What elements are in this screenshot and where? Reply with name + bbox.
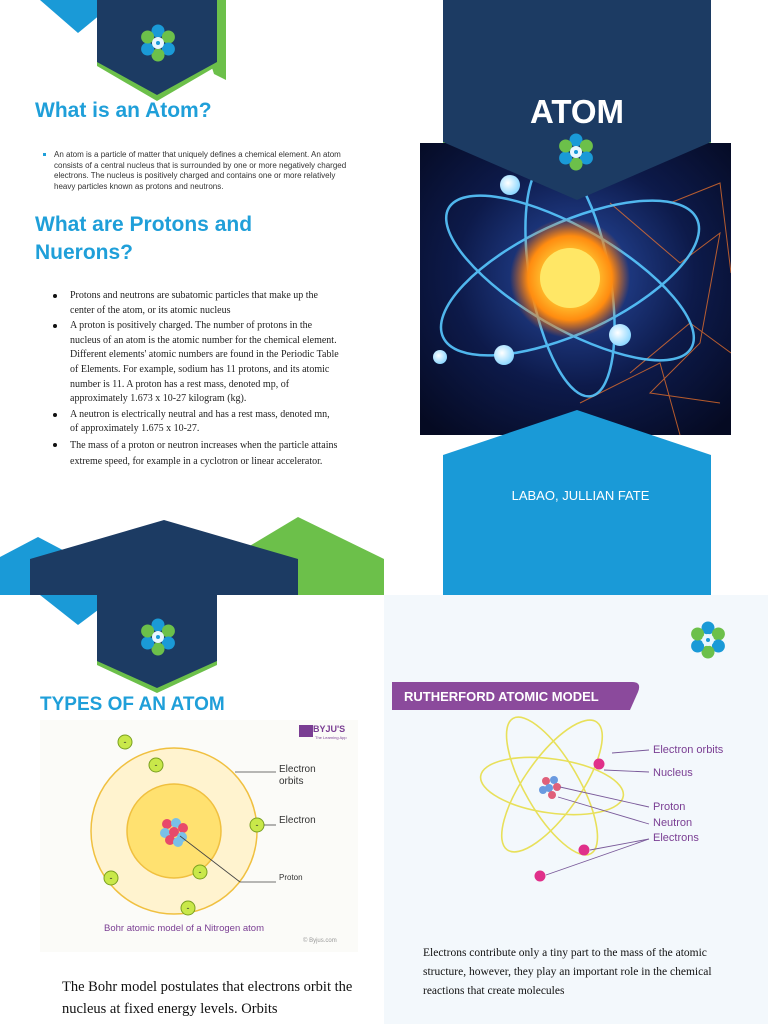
section-title: What are Protons and Nuerons? — [35, 213, 253, 264]
label-electron-orbits: Electron orbits — [279, 764, 316, 787]
cover-page: ATOM LABAO, JULLIAN FATE — [384, 0, 768, 595]
brand-tagline: The Learning App — [315, 735, 347, 740]
label-proton: Proton — [653, 801, 686, 813]
svg-text:-: - — [110, 873, 113, 883]
copyright: © Byjus.com — [303, 938, 337, 944]
flower-logo-icon — [559, 133, 593, 171]
svg-text:-: - — [187, 903, 190, 913]
bohr-model-image: - - - - - - — [90, 725, 313, 916]
svg-text:-: - — [124, 737, 127, 747]
rutherford-diagram — [479, 716, 650, 882]
brand-logo: BYJU'S — [313, 724, 346, 734]
cover-bottom-shape — [443, 410, 711, 595]
section-title: TYPES OF AN ATOM — [40, 694, 225, 715]
label-neutron: Neutron — [653, 817, 693, 829]
nucleus-icon — [539, 776, 561, 799]
bohr-diagram: - - - - - - BYJU'S The Learning App Electron… — [40, 720, 358, 952]
banner-shape — [392, 682, 640, 710]
page-title: What is an Atom? — [35, 99, 212, 122]
svg-text:-: - — [199, 867, 202, 877]
header-decoration — [40, 595, 217, 693]
list-item: Protons and neutrons are subatomic parti… — [53, 289, 340, 318]
list-item: A neutron is electrically neutral and ha… — [53, 408, 340, 437]
flower-logo-icon — [691, 621, 725, 659]
footer-decoration — [0, 517, 384, 595]
page-what-is-atom: What is an Atom? An atom is a particle o… — [0, 0, 384, 595]
flower-logo-icon — [141, 618, 175, 656]
rutherford-page: RUTHERFORD ATOMIC MODEL Electron orbits … — [384, 595, 768, 1024]
label-nucleus: Nucleus — [653, 767, 693, 779]
atom-definition-list: An atom is a particle of matter that uni… — [43, 150, 350, 192]
list-item: The mass of a proton or neutron increase… — [53, 438, 340, 470]
label-electron-orbits: Electron orbits — [653, 744, 724, 756]
header-decoration — [40, 0, 226, 101]
cover-title: ATOM — [529, 93, 625, 130]
types-of-atom-page: TYPES OF AN ATOM — [0, 595, 384, 1024]
svg-text:-: - — [256, 820, 259, 830]
rutherford-banner: RUTHERFORD ATOMIC MODEL — [404, 689, 599, 704]
svg-text:-: - — [155, 760, 158, 770]
nucleus-icon — [160, 818, 188, 847]
author-name: LABAO, JULLIAN FATE — [511, 488, 650, 503]
protons-neutrons-list: Protons and neutrons are subatomic parti… — [53, 289, 340, 471]
list-item: An atom is a particle of matter that uni… — [43, 150, 350, 192]
diagram-caption: Bohr atomic model of a Nitrogen atom — [104, 923, 264, 934]
body-text: Electrons contribute only a tiny part to… — [423, 947, 712, 997]
cover-top-navy — [443, 0, 711, 200]
body-text: The Bohr model postulates that electrons… — [62, 979, 353, 1017]
label-electron: Electron — [279, 815, 316, 826]
label-proton: Proton — [279, 873, 303, 882]
flower-logo-icon — [141, 24, 175, 62]
list-item: A proton is positively charged. The numb… — [53, 319, 340, 407]
label-electrons: Electrons — [653, 832, 699, 844]
